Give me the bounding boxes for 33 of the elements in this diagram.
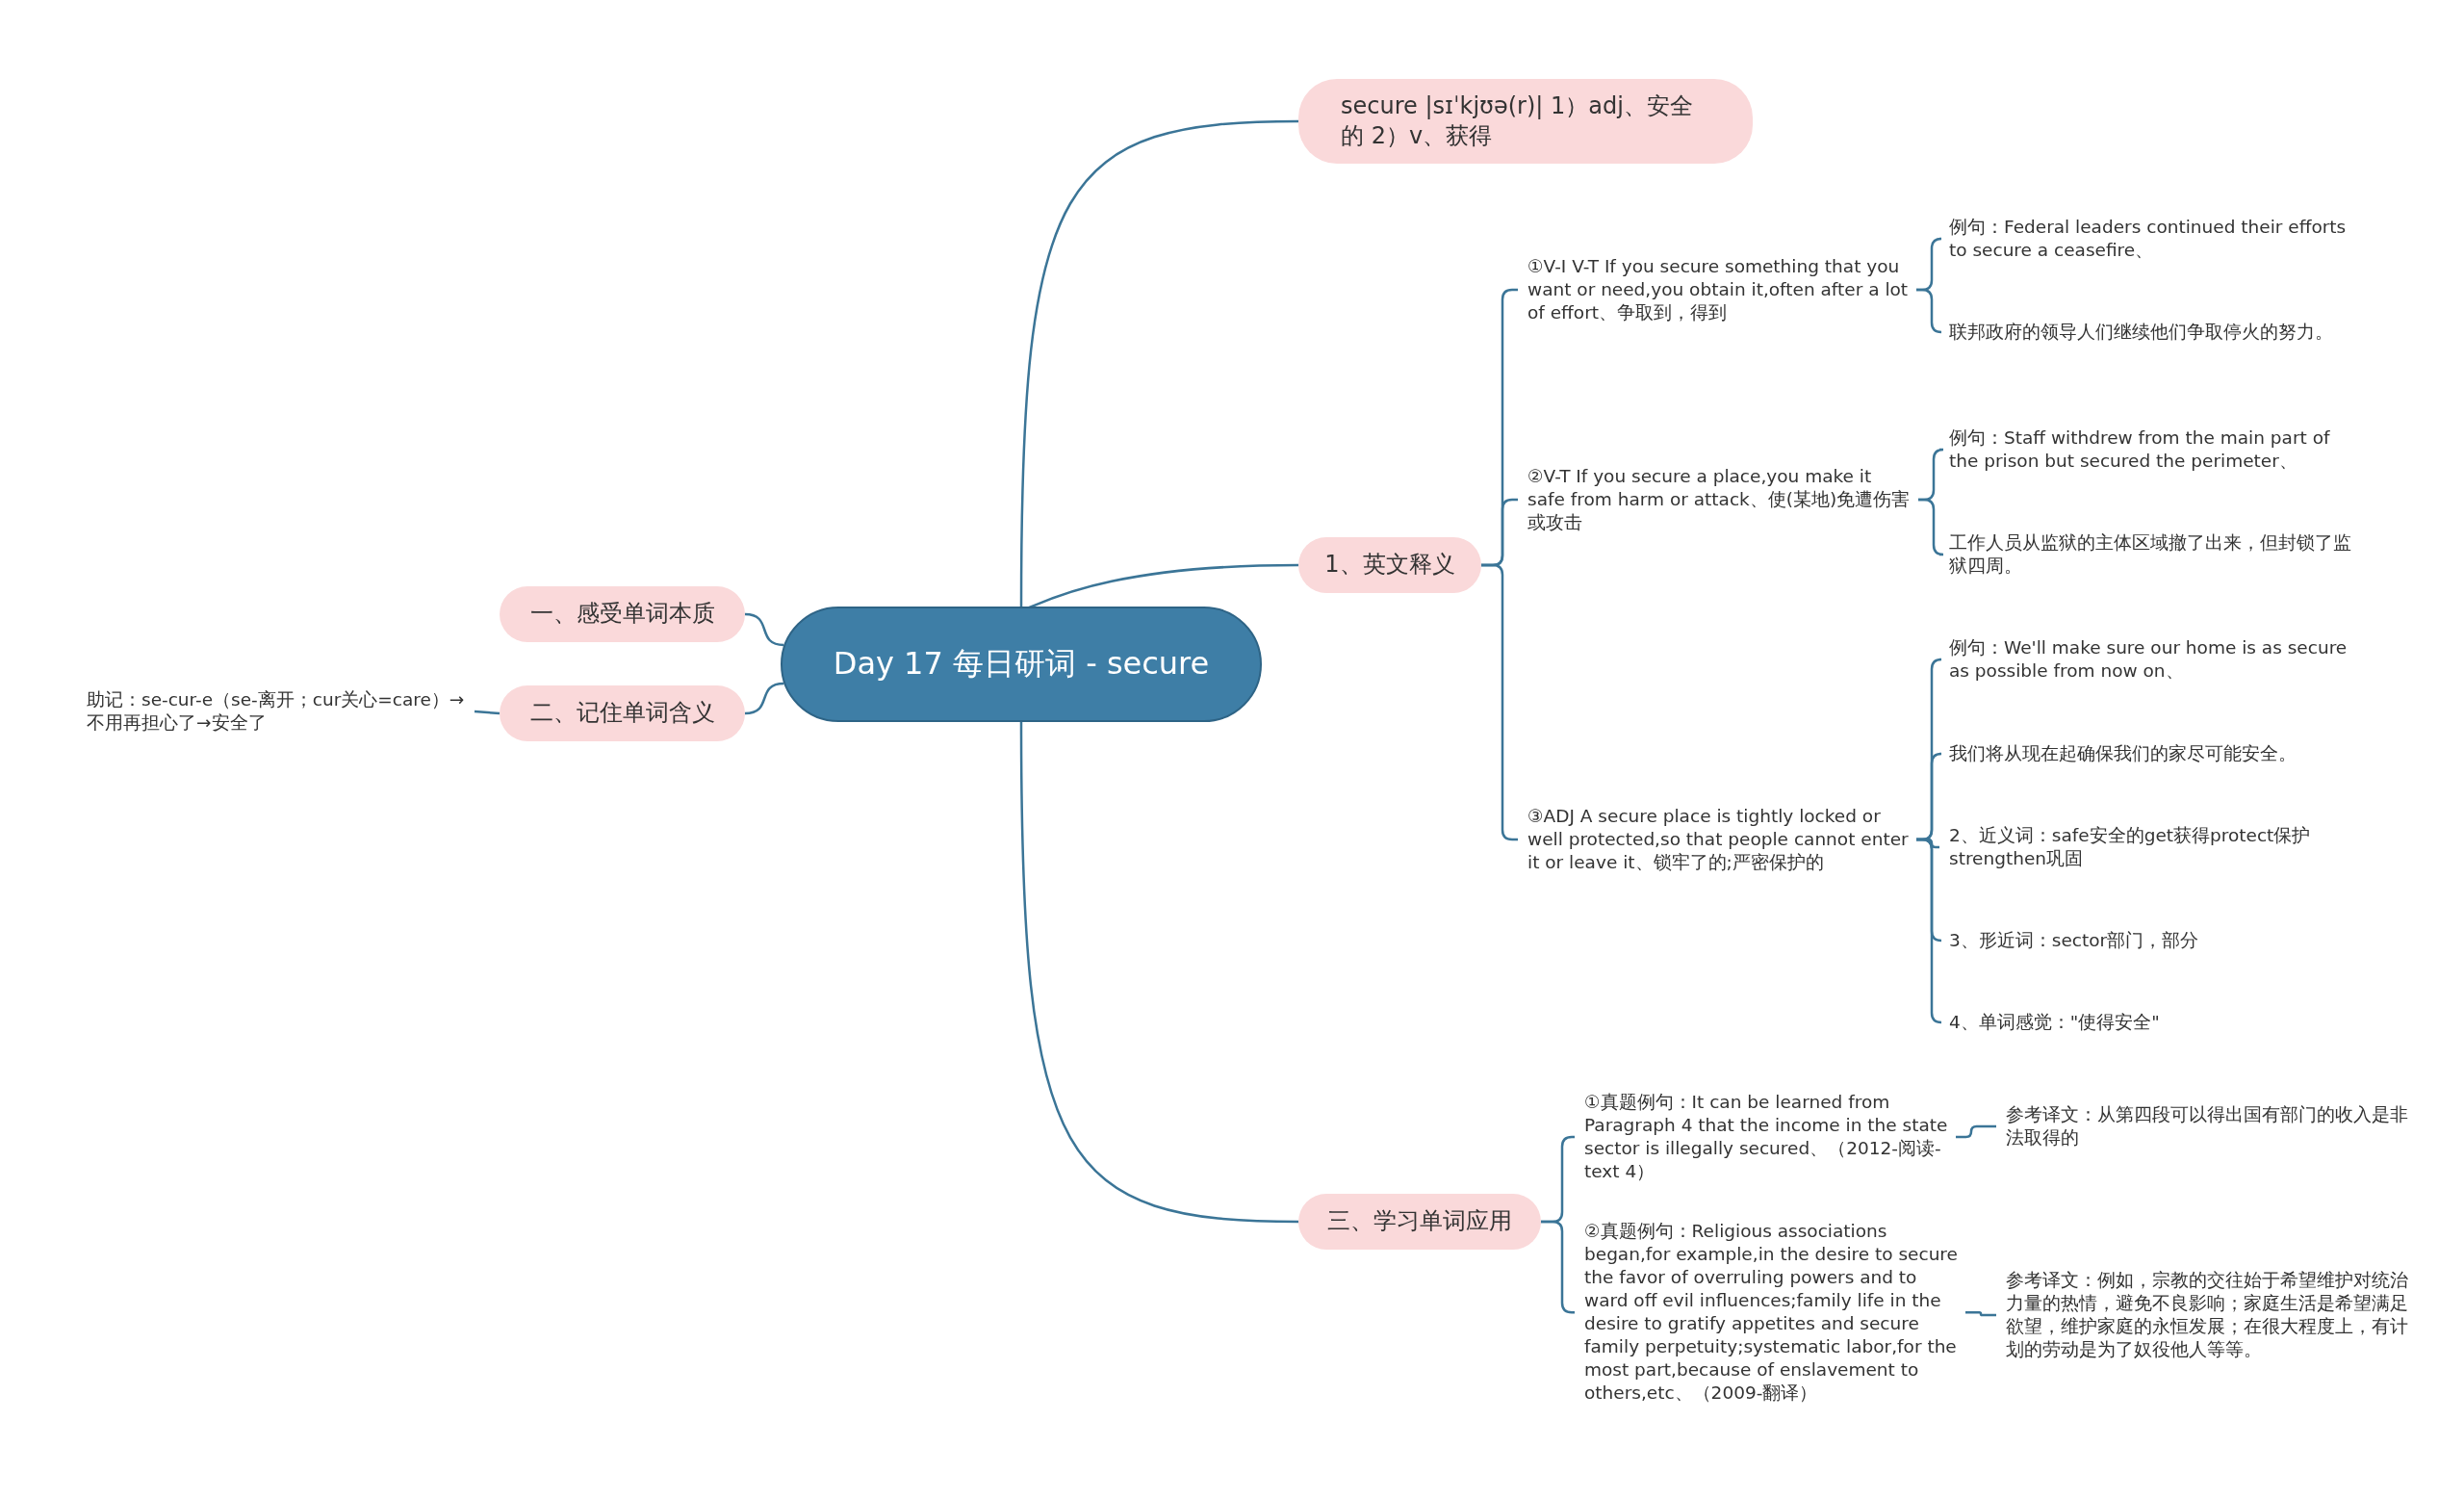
subtopic-text: ③ADJ A secure place is tightly locked or well protected,so that people cannot enter it or leave it、锁牢了的;严密保护的 [1527,805,1911,875]
central-topic: Day 17 每日研词 - secure [781,607,1262,722]
subtopic-text: 参考译文：从第四段可以得出国有部门的收入是非法取得的 [2006,1103,2410,1150]
subtopic-text: ②V-T If you secure a place,you make it safe from harm or attack、使(某地)免遭伤害或攻击 [1527,465,1912,535]
topic-pill: 三、学习单词应用 [1298,1194,1541,1250]
subtopic-text: 2、近义词：safe安全的get获得protect保护strengthen巩固 [1949,824,2313,871]
connector-line [474,710,500,715]
connector-line [1918,498,1945,556]
subtopic-text: 我们将从现在起确保我们的家尽可能安全。 [1949,742,2298,766]
topic-pill: 二、记住单词含义 [500,685,745,741]
topic-pill: 一、感受单词本质 [500,586,745,642]
subtopic-text: 参考译文：例如，宗教的交往始于希望维护对统治力量的热情，避免不良影响；家庭生活是希望满足欲望，维护家庭的永恒发展；在很大程度上，有计划的劳动是为了奴役他人等等。 [2006,1269,2410,1362]
connector-line [744,682,784,715]
subtopic-text: 联邦政府的领导人们继续他们争取停火的努力。 [1949,321,2335,345]
connector-line [1019,119,1299,607]
topic-pill: secure |sɪˈkjʊə(r)| 1）adj、安全的 2）v、获得 [1298,79,1753,164]
connector-line [744,612,784,647]
subtopic-text: 例句：We'll make sure our home is as secure as possible from now on、 [1949,636,2349,684]
topic-pill: 1、英文释义 [1298,537,1481,593]
subtopic-text: 3、形近词：sector部门，部分 [1949,929,2201,953]
subtopic-text: 例句：Staff withdrew from the main part of the prison but secured the perimeter、 [1949,426,2332,474]
subtopic-text: 例句：Federal leaders continued their efforts to secure a ceasefire、 [1949,216,2348,263]
connector-line [1916,288,1943,334]
subtopic-text: ①真题例句：It can be learned from Paragraph 4 that the income in the state sector is illegally secured、（2012-阅读-text 4） [1584,1091,1950,1184]
subtopic-text: 工作人员从监狱的主体区域撤了出来，但封锁了监狱四周。 [1949,531,2353,579]
subtopic-text: ①V-I V-T If you secure something that you want or need,you obtain it,often after a lot of effort、争取到，得到 [1527,255,1911,325]
connector-line [1916,838,1943,1024]
subtopic-text: 助记：se-cur-e（se-离开；cur关心=care）→不用再担心了→安全了 [87,688,467,736]
subtopic-text: 4、单词感觉："使得安全" [1949,1011,2162,1035]
connector-line [1965,1310,1996,1317]
subtopic-text: ②真题例句：Religious associations began,for example,in the desire to secure the favor of overruling powers and to ward off evil influences;family life in the desire to gratify appetites and secure family perpetuity;systematic labor,for the most part,because of enslavement to others,etc、（2009-翻译） [1584,1220,1960,1406]
connector-line [1956,1124,1996,1139]
connector-line [1019,722,1299,1224]
